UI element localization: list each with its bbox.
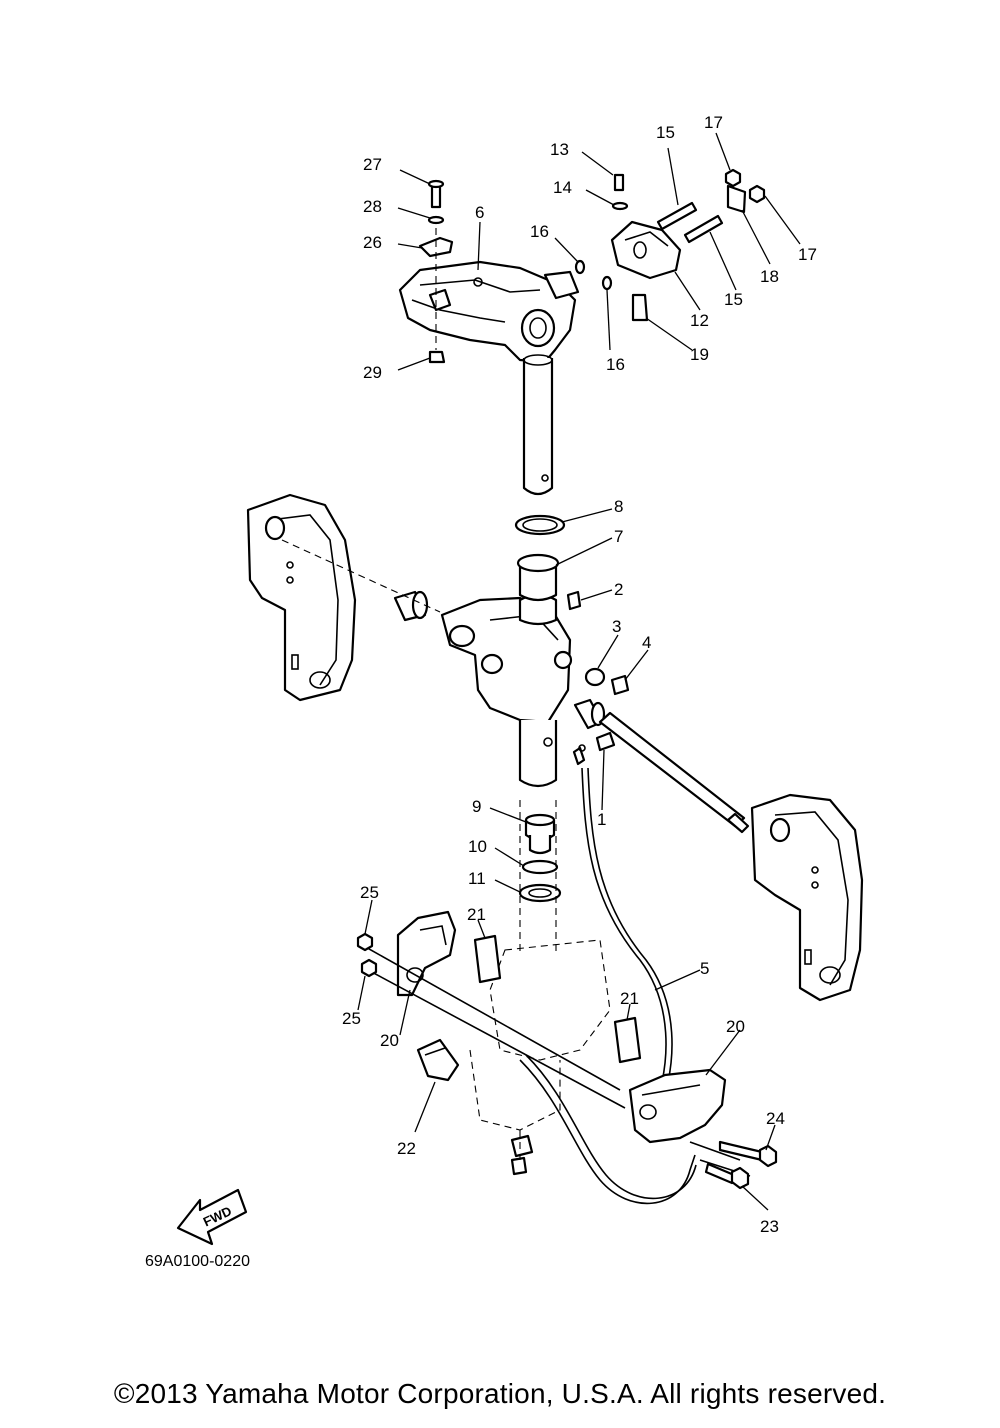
mount-right — [628, 1068, 727, 1144]
callout-17-top: 17 — [704, 113, 723, 132]
callout-1: 1 — [597, 810, 606, 829]
swivel-bracket — [440, 593, 573, 788]
callout-22: 22 — [397, 1139, 416, 1158]
callout-19: 19 — [690, 345, 709, 364]
callout-14: 14 — [553, 178, 572, 197]
bolts-23-24 — [704, 1140, 778, 1190]
bottom-screw — [510, 1130, 534, 1176]
nuts-25 — [356, 932, 378, 978]
callout-26: 26 — [363, 233, 382, 252]
callout-25-top: 25 — [360, 883, 379, 902]
callout-5: 5 — [700, 959, 709, 978]
callout-9: 9 — [472, 797, 481, 816]
studs-and-nuts — [656, 168, 766, 244]
callout-15-top: 15 — [656, 123, 675, 142]
callout-28: 28 — [363, 197, 382, 216]
callout-23: 23 — [760, 1217, 779, 1236]
callout-16-top: 16 — [530, 222, 549, 241]
callout-29: 29 — [363, 363, 382, 382]
callout-27: 27 — [363, 155, 382, 174]
callout-25-bottom: 25 — [342, 1009, 361, 1028]
tilt-bushing-left — [393, 590, 429, 622]
callout-20-left: 20 — [380, 1031, 399, 1050]
callout-12: 12 — [690, 311, 709, 330]
tilt-tube — [281, 539, 750, 834]
rubber-22 — [416, 1038, 460, 1082]
ground-wire — [519, 767, 697, 1205]
bushings-top — [514, 514, 582, 611]
callout-7: 7 — [614, 527, 623, 546]
callout-16-bottom: 16 — [606, 355, 625, 374]
fwd-arrow-icon: FWD — [176, 1188, 248, 1246]
mount-left — [396, 910, 457, 997]
callout-numbers: 27 28 26 6 29 13 14 16 16 15 15 17 17 18… — [342, 113, 817, 1236]
callout-11: 11 — [468, 869, 486, 888]
side-bolts — [584, 667, 630, 696]
callout-21-right: 21 — [620, 989, 639, 1008]
callout-6: 6 — [475, 203, 484, 222]
callout-15-bottom: 15 — [724, 290, 743, 309]
callout-21-left: 21 — [467, 905, 486, 924]
callout-18: 18 — [760, 267, 779, 286]
callout-20-right: 20 — [726, 1017, 745, 1036]
callout-8: 8 — [614, 497, 623, 516]
diagram-code: 69A0100-0220 — [145, 1253, 250, 1270]
ground-bolt — [572, 731, 616, 766]
clamp-bracket-left — [246, 493, 357, 702]
pads-21 — [473, 934, 642, 1064]
copyright-notice: ©2013 Yamaha Motor Corporation, U.S.A. A… — [113, 1378, 887, 1409]
callout-2: 2 — [614, 580, 623, 599]
leader-lines — [357, 132, 801, 1211]
steering-shaft — [522, 354, 554, 496]
callout-17-right: 17 — [798, 245, 817, 264]
upper-right-bracket — [574, 173, 682, 322]
callout-3: 3 — [612, 617, 621, 636]
callout-10: 10 — [468, 837, 487, 856]
callout-4: 4 — [642, 633, 651, 652]
steering-bracket — [398, 260, 580, 364]
clamp-bracket-right — [750, 793, 864, 1002]
callout-24: 24 — [766, 1109, 785, 1128]
lower-bushings — [518, 813, 562, 903]
callout-13: 13 — [550, 140, 569, 159]
